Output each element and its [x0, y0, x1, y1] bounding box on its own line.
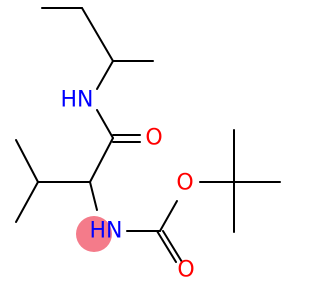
carbonyl-oxygen-label: O: [177, 258, 194, 283]
ester-oxygen-label: O: [176, 171, 193, 196]
bond-isopropyl-methyl-2: [15, 181, 39, 223]
bond-sec-butyl-nh: [96, 60, 114, 90]
bond-carbonyl-alpha: [89, 137, 114, 183]
bond-carbamate-o: [159, 200, 178, 232]
bond-nh-carbonyl: [96, 109, 114, 139]
amide-nh-label: HN: [61, 88, 94, 113]
bond-isopropyl-methyl-1: [15, 139, 39, 183]
structure-canvas: HN O O HN O: [15, 7, 281, 283]
bond-alpha-nh: [89, 181, 98, 211]
amide-oxygen-label: O: [145, 126, 162, 151]
bond-ethyl-c2: [81, 7, 114, 62]
nh-highlight: [76, 216, 112, 252]
bond-carbamate-co-1: [156, 230, 177, 263]
carbamate-nh-label: HN: [90, 219, 123, 244]
bond-carbamate-co-2: [162, 230, 183, 263]
molecule-structure: HN O O HN O: [15, 7, 281, 283]
